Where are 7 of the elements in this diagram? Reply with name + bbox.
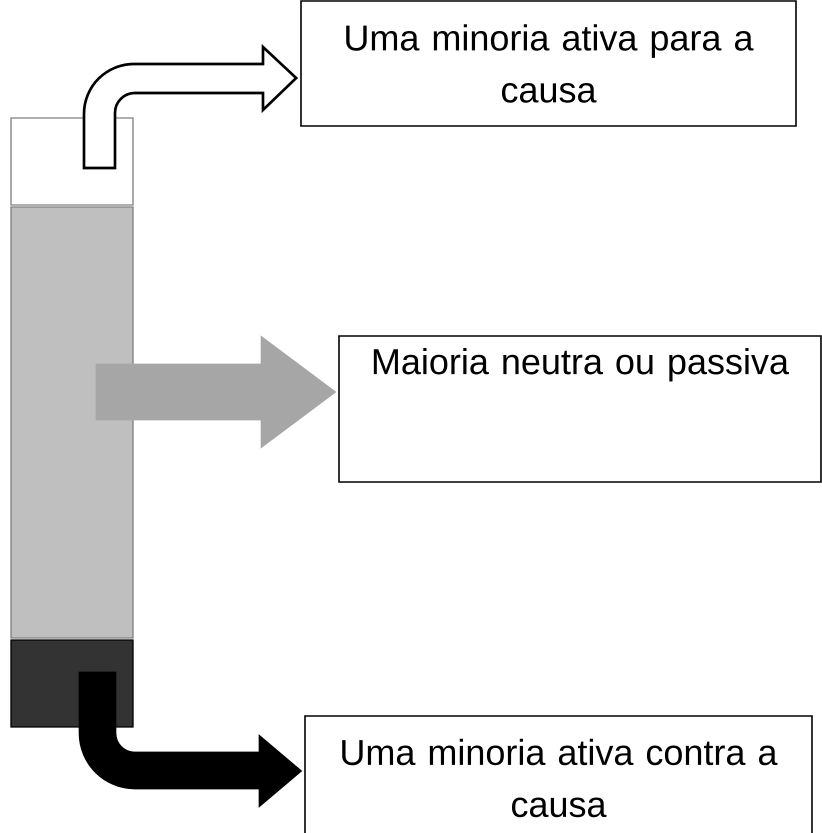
column-segment bbox=[10, 206, 134, 639]
block-arrow bbox=[96, 335, 336, 449]
block-arrow bbox=[78, 672, 302, 806]
block-arrow bbox=[82, 46, 298, 170]
text-box: Maioria neutra ou passiva bbox=[338, 335, 822, 483]
text-box: Uma minoria ativa contra a causa bbox=[304, 715, 813, 833]
text-box: Uma minoria ativa para a causa bbox=[300, 0, 797, 127]
